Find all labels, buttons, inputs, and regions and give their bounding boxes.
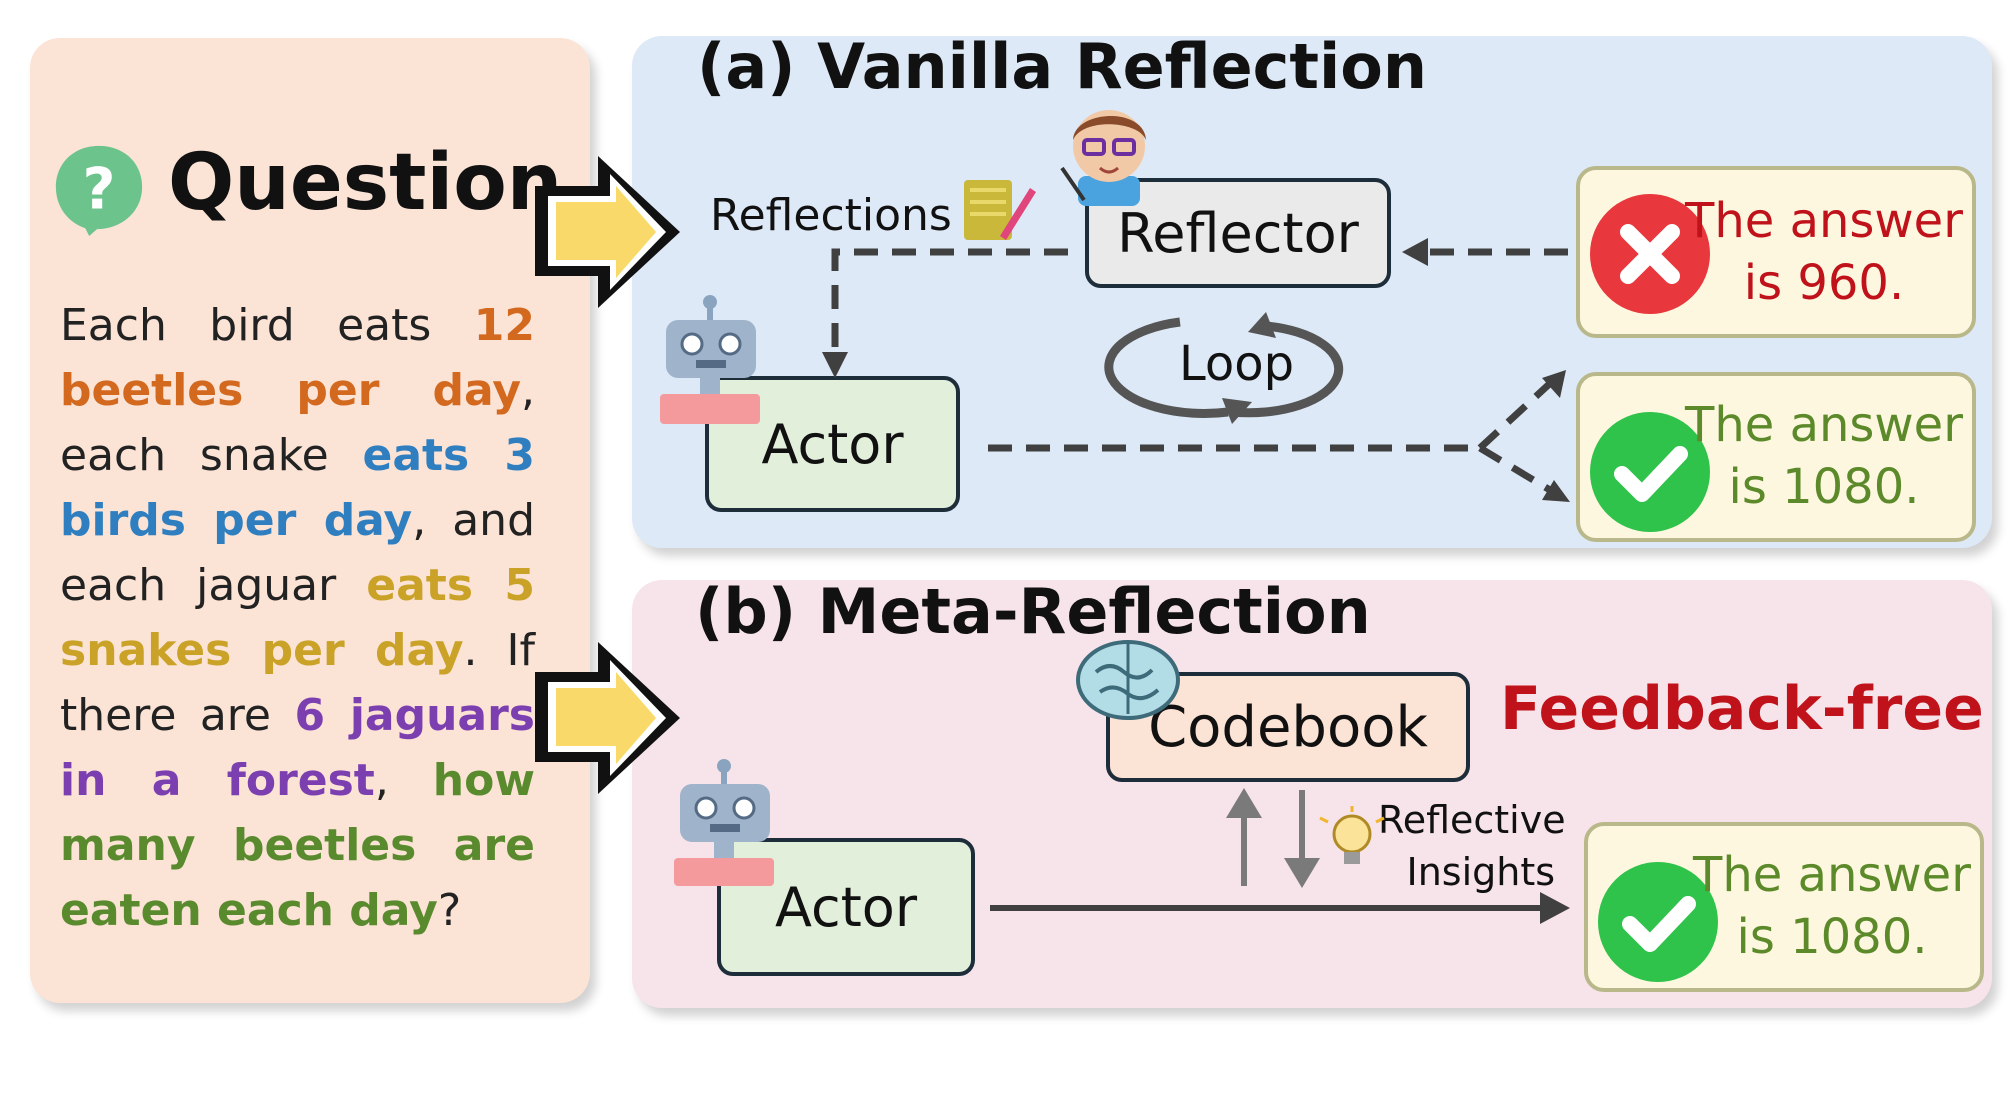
reflective-insights-line1: Reflective — [1378, 798, 1566, 842]
question-segment: 12 beetles per day — [60, 300, 535, 416]
loop-arrowheads — [1222, 312, 1276, 424]
right-answer-text: The answer is 1080. — [1685, 397, 1963, 515]
check-icon — [1590, 412, 1710, 532]
question-segment: ? — [437, 885, 462, 936]
question-segment: Each bird eats — [60, 300, 474, 351]
reflective-insights-label: Reflective Insights — [1378, 794, 1566, 898]
question-segment: 6 jaguars in a forest — [60, 690, 535, 806]
question-segment: eats 5 snakes per day — [60, 560, 535, 676]
meta-arrows — [990, 788, 1570, 924]
question-segment: , — [374, 755, 433, 806]
question-segment: how many beetles are eaten each day — [60, 755, 535, 936]
vanilla-arrowheads — [822, 238, 1570, 502]
meta-reflection-title: (b) Meta-Reflection — [695, 575, 1371, 648]
question-title: Question — [168, 138, 563, 228]
svg-text:?: ? — [83, 157, 116, 223]
vanilla-reflection-title: (a) Vanilla Reflection — [697, 30, 1428, 103]
meta-answer-box: The answer is 1080. — [1584, 822, 1984, 992]
question-segment: eats 3 birds per day — [60, 430, 535, 546]
right-answer-box: The answer is 1080. — [1576, 372, 1976, 542]
meta-actor-label: Actor — [774, 875, 918, 939]
question-segment: , and each jaguar — [60, 495, 535, 611]
meta-answer-text: The answer is 1080. — [1693, 847, 1971, 965]
lightbulb-icon — [1319, 806, 1385, 864]
loop-label: Loop — [1179, 336, 1295, 392]
meta-check-icon — [1598, 862, 1718, 982]
question-text: Each bird eats 12 beetles per day, each … — [60, 293, 535, 943]
question-segment: . If there are — [60, 625, 535, 741]
big-arrow-vanilla — [535, 156, 680, 308]
notepad-icon — [964, 180, 1036, 240]
meta-robot-icon — [674, 759, 774, 886]
wrong-x-icon — [1590, 194, 1710, 314]
reflections-label: Reflections — [710, 190, 952, 241]
vanilla-robot-icon — [660, 295, 760, 424]
question-panel: ? Question Each bird eats 12 beetles per… — [30, 38, 590, 1003]
codebook-label: Codebook — [1148, 694, 1428, 760]
reflective-insights-line2: Insights — [1406, 850, 1556, 894]
loop-icon — [1104, 317, 1344, 419]
to-right-branch — [1478, 444, 1562, 500]
feedback-free-label: Feedback-free — [1500, 674, 1984, 744]
reflector-label: Reflector — [1117, 201, 1359, 265]
reflector-to-actor-arrow — [831, 248, 1068, 360]
vanilla-actor-label: Actor — [761, 412, 904, 476]
wrong-answer-box: The answer is 960. — [1576, 166, 1976, 338]
question-mark-icon: ? — [55, 145, 143, 237]
to-wrong-branch — [1477, 373, 1561, 451]
big-arrow-meta — [535, 642, 680, 794]
brain-icon — [1076, 640, 1180, 720]
reflector-person-icon — [1060, 110, 1146, 206]
vanilla-arrows — [831, 248, 1568, 500]
reflector-box: Reflector — [1085, 178, 1391, 288]
wrong-answer-text: The answer is 960. — [1685, 193, 1963, 311]
question-segment: , each snake — [60, 365, 535, 481]
